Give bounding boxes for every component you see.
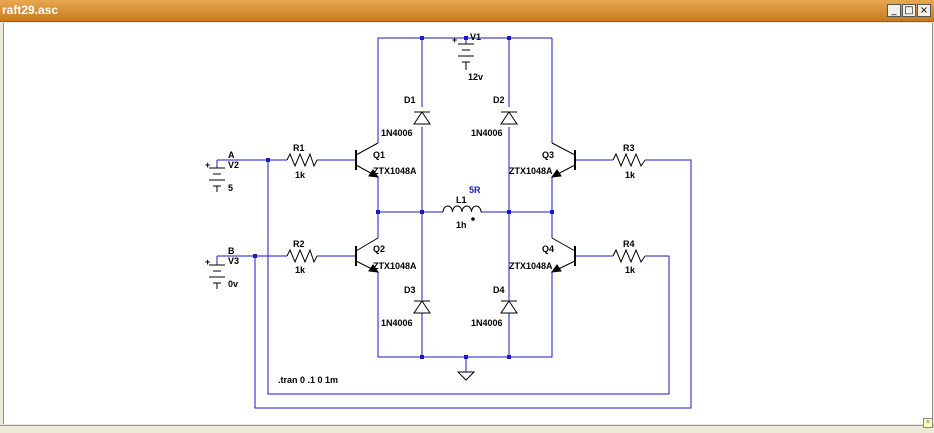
junction	[420, 210, 424, 214]
junctions	[253, 36, 554, 359]
junction	[507, 36, 511, 40]
q1-model: ZTX1048A	[373, 166, 417, 176]
v3-value: 0v	[228, 279, 238, 289]
r2-value: 1k	[295, 265, 306, 275]
r3-value: 1k	[625, 170, 636, 180]
r2-name: R2	[293, 239, 305, 249]
net-label-a: A	[228, 150, 235, 160]
d1-diode-icon[interactable]	[413, 111, 431, 125]
junction	[464, 355, 468, 359]
close-button[interactable]: ×	[917, 4, 931, 17]
q4-name: Q4	[542, 244, 554, 254]
schematic-canvas[interactable]: V1 12v + A V2 5 + B V3 0v + R1 1k R2 1k …	[3, 23, 933, 424]
wire-r4-loop[interactable]	[267, 160, 670, 395]
d3-name: D3	[404, 285, 416, 295]
d4-name: D4	[493, 285, 505, 295]
net-label-b: B	[228, 246, 235, 256]
r4-resistor-icon[interactable]	[612, 248, 646, 264]
d1-name: D1	[404, 95, 416, 105]
q3-name: Q3	[542, 150, 554, 160]
v3-name: V3	[228, 256, 239, 266]
d1-model: 1N4006	[381, 128, 413, 138]
q1-npn-transistor-icon[interactable]	[355, 142, 380, 178]
junction	[420, 355, 424, 359]
d2-diode-icon[interactable]	[500, 111, 518, 125]
r1-resistor-icon[interactable]	[286, 152, 318, 168]
minimize-button[interactable]: _	[887, 4, 901, 17]
l1-series-resistance: 5R	[469, 185, 481, 195]
r1-name: R1	[293, 143, 305, 153]
d4-model: 1N4006	[471, 318, 503, 328]
ground-icon	[456, 371, 476, 381]
window-title: raft29.asc	[2, 3, 59, 17]
wires	[216, 37, 692, 409]
r4-name: R4	[623, 239, 635, 249]
restore-button[interactable]: □	[902, 4, 916, 17]
d4-diode-icon[interactable]	[500, 300, 518, 314]
v1-source-icon[interactable]	[458, 43, 474, 70]
title-bar[interactable]: raft29.asc _ □ ×	[0, 0, 934, 22]
d2-model: 1N4006	[471, 128, 503, 138]
l1-value: 1h	[456, 220, 467, 230]
junction	[464, 36, 468, 40]
v2-value: 5	[228, 183, 233, 193]
junction	[253, 254, 257, 258]
svg-text:+: +	[205, 160, 210, 170]
r3-name: R3	[623, 143, 635, 153]
l1-name: L1	[456, 195, 467, 205]
junction	[266, 158, 270, 162]
q2-model: ZTX1048A	[373, 261, 417, 271]
labels: V1 12v + A V2 5 + B V3 0v + R1 1k R2 1k …	[205, 32, 636, 385]
wire-r3-loop[interactable]	[254, 159, 692, 409]
r4-value: 1k	[625, 265, 636, 275]
junction	[550, 210, 554, 214]
q2-npn-transistor-icon[interactable]	[355, 237, 380, 273]
r3-resistor-icon[interactable]	[612, 152, 646, 168]
v1-value: 12v	[468, 72, 483, 82]
q4-npn-transistor-icon[interactable]	[550, 237, 576, 273]
r1-value: 1k	[295, 170, 306, 180]
status-bar	[0, 425, 934, 433]
resize-grip-icon[interactable]: ×	[923, 418, 933, 428]
junction	[507, 210, 511, 214]
q4-model: ZTX1048A	[509, 261, 553, 271]
d3-diode-icon[interactable]	[413, 300, 431, 314]
l1-inductor-icon[interactable]	[442, 205, 482, 213]
q3-model: ZTX1048A	[509, 166, 553, 176]
r2-resistor-icon[interactable]	[286, 248, 318, 264]
components	[209, 43, 646, 381]
q2-name: Q2	[373, 244, 385, 254]
q3-npn-transistor-icon[interactable]	[550, 142, 576, 178]
schematic: V1 12v + A V2 5 + B V3 0v + R1 1k R2 1k …	[205, 32, 692, 409]
junction	[420, 36, 424, 40]
q1-name: Q1	[373, 150, 385, 160]
d3-model: 1N4006	[381, 318, 413, 328]
junction	[507, 355, 511, 359]
v2-name: V2	[228, 160, 239, 170]
d2-name: D2	[493, 95, 505, 105]
window-controls: _ □ ×	[887, 4, 931, 17]
v1-name: V1	[470, 32, 481, 42]
svg-text:+: +	[452, 35, 457, 45]
v2-source-icon[interactable]	[209, 167, 225, 192]
svg-text:+: +	[205, 257, 210, 267]
v3-source-icon[interactable]	[209, 264, 225, 289]
junction	[376, 210, 380, 214]
spice-directive[interactable]: .tran 0 .1 0 1m	[278, 375, 338, 385]
